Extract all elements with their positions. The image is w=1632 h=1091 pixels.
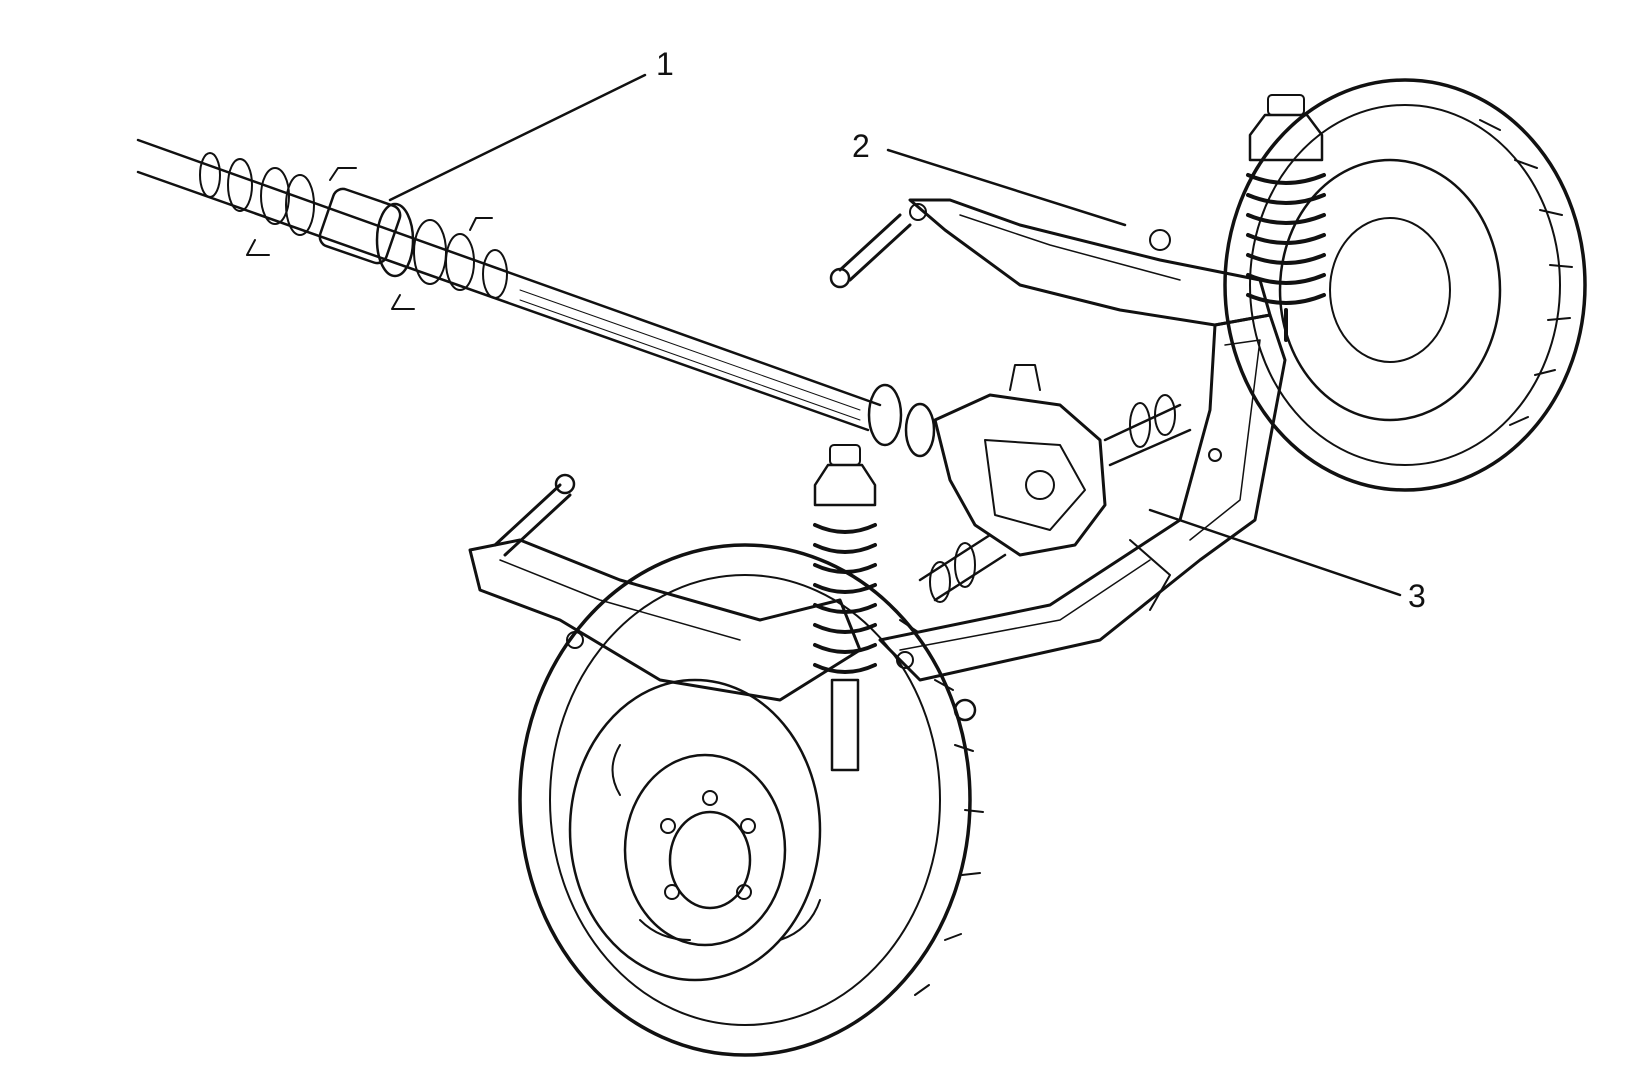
leader-line-1 xyxy=(388,73,647,202)
left-coil-spring xyxy=(813,444,877,772)
suspension-arm xyxy=(829,198,1272,327)
leader-line-2 xyxy=(886,148,1127,227)
right-wheel xyxy=(1223,78,1587,492)
drive-shaft xyxy=(136,138,936,458)
callout-label-2: 2 xyxy=(852,128,870,164)
left-suspension-arm xyxy=(468,473,862,702)
callout-label-1: 1 xyxy=(656,46,674,82)
rear-subframe xyxy=(878,313,1287,722)
differential xyxy=(918,364,1192,603)
callout-leaders xyxy=(388,73,1402,597)
left-wheel xyxy=(518,543,984,1057)
leader-line-3 xyxy=(1148,508,1402,597)
callout-label-3: 3 xyxy=(1408,578,1426,614)
